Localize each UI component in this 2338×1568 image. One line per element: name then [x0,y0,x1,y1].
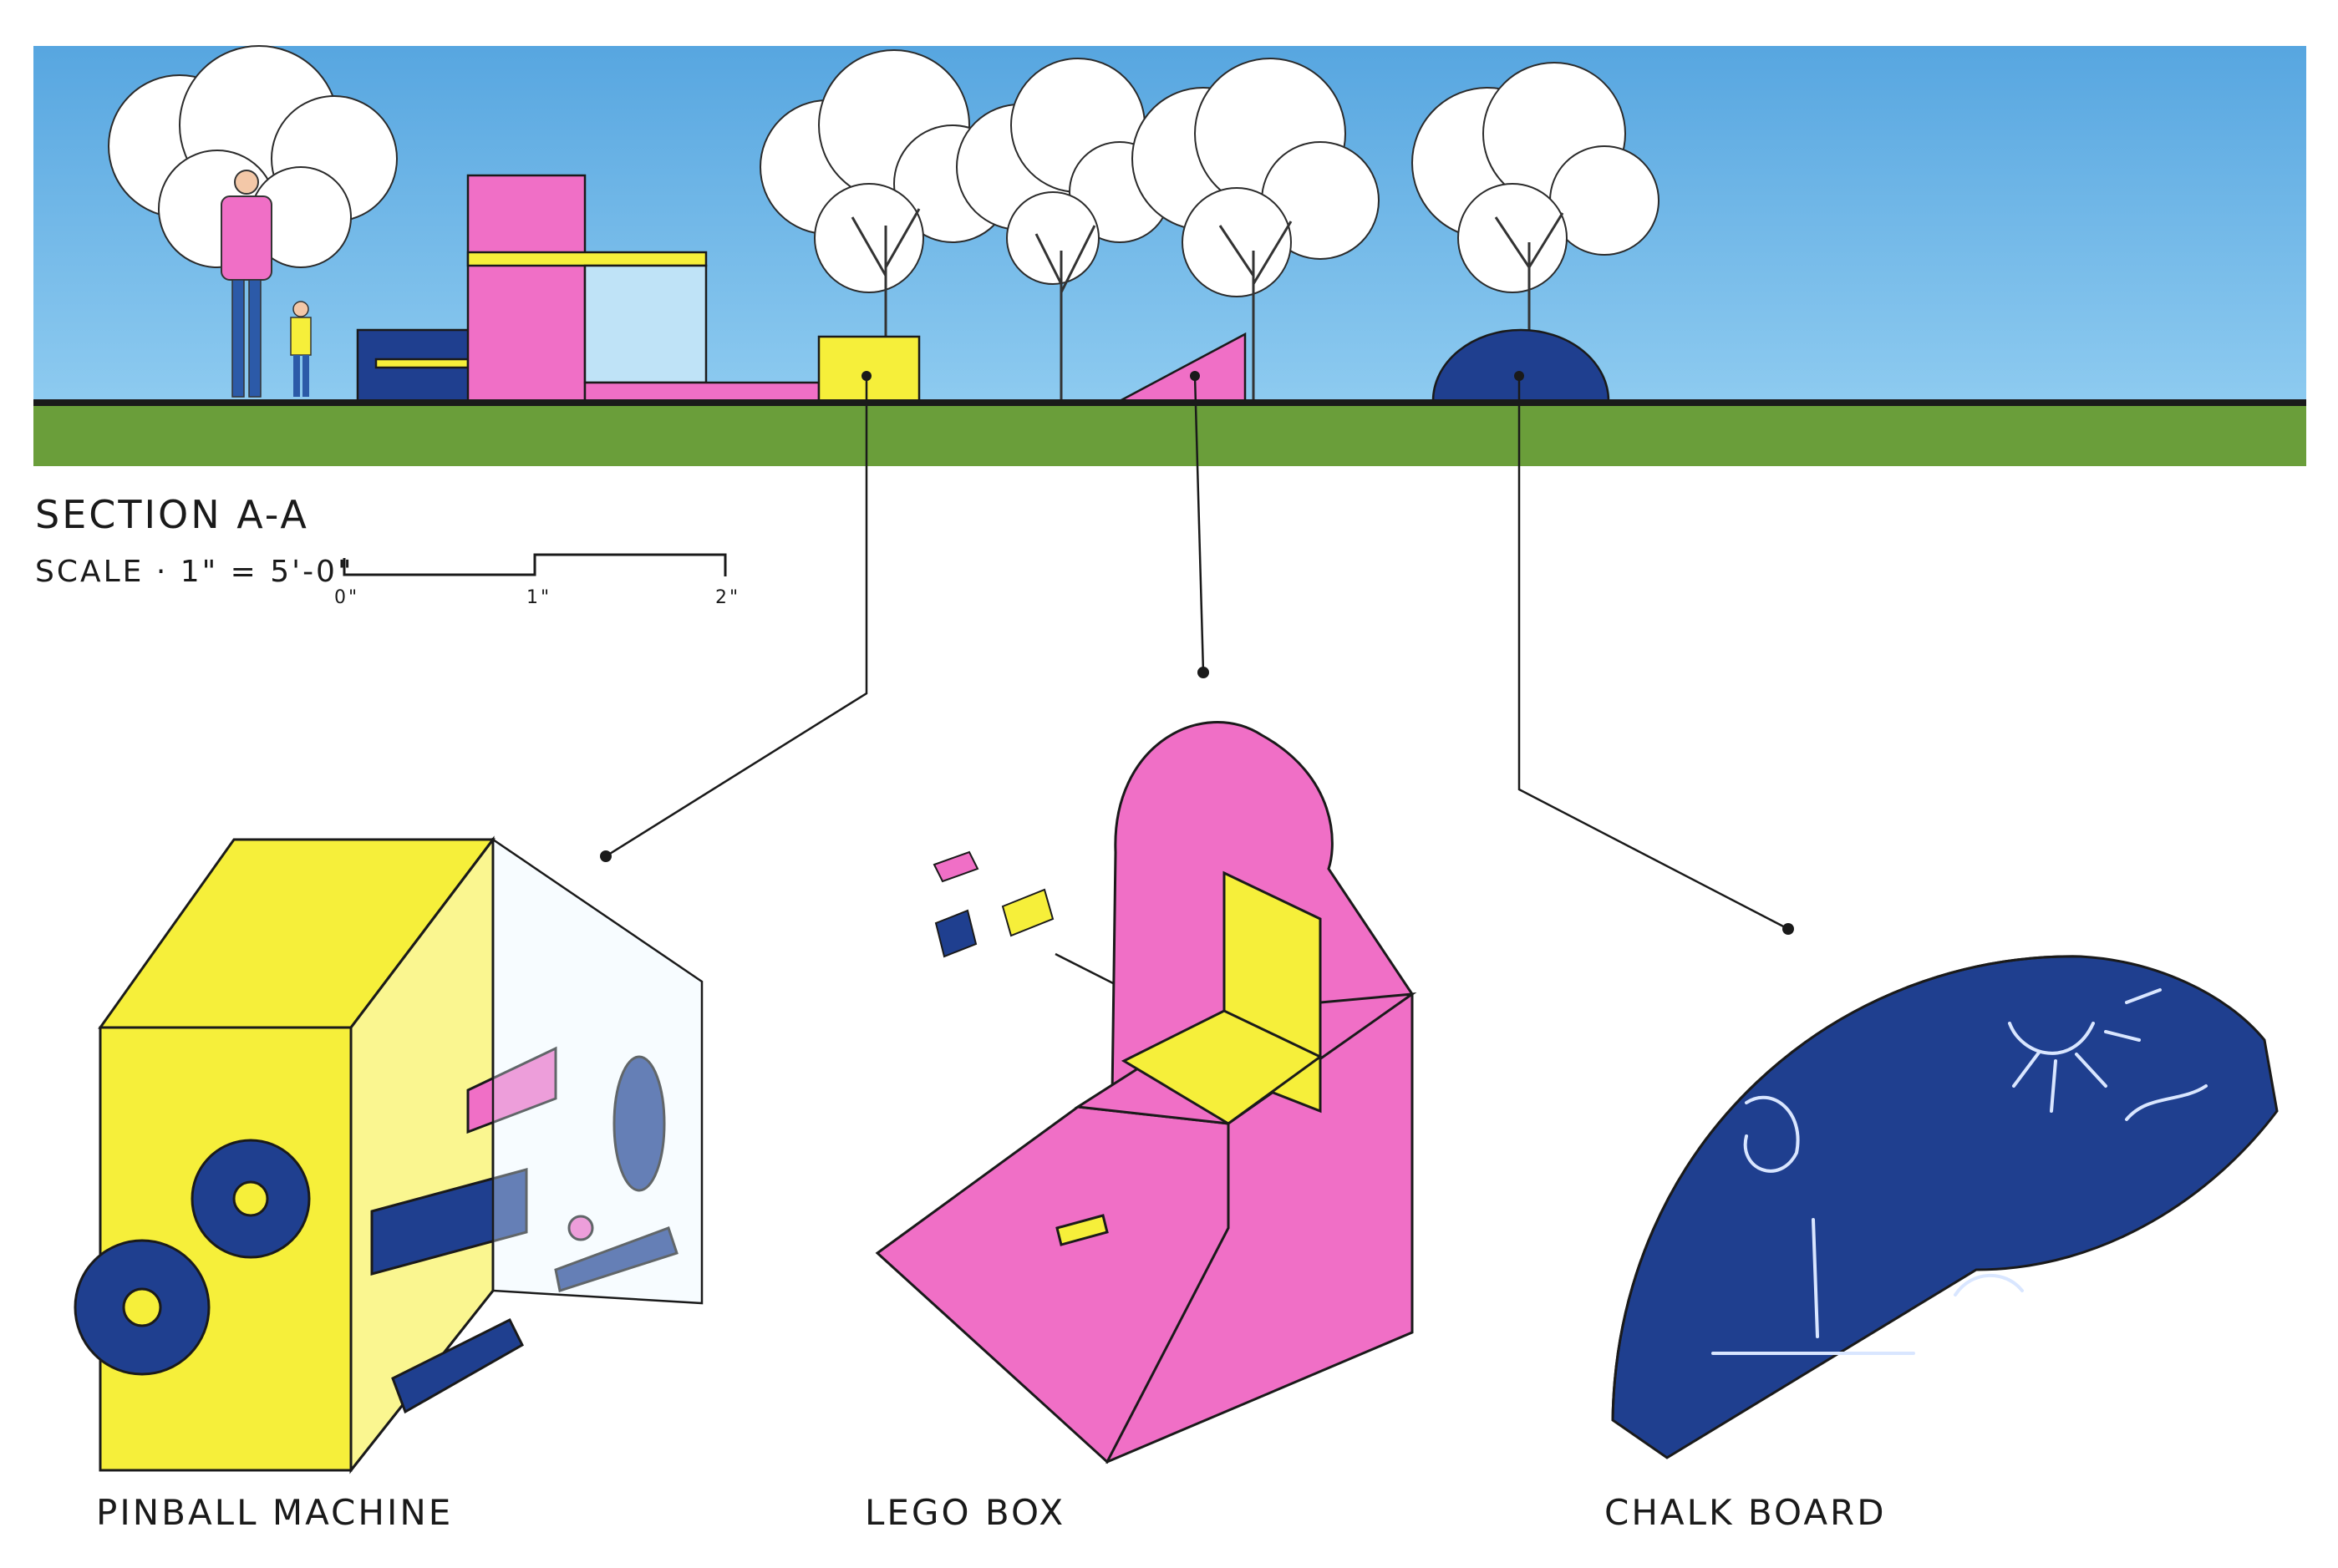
scale-tick-0: 0" [334,587,359,608]
person-child [290,301,312,397]
grass-band [33,406,2306,466]
ground-line [33,399,2306,406]
label-chalk-board: CHALK BOARD [1604,1492,1887,1533]
pinball-machine-illustration [74,835,679,1474]
tree-4 [1131,58,1380,297]
label-pinball-machine: PINBALL MACHINE [96,1492,453,1533]
scale-bar [343,553,727,576]
tree-trunks [851,208,1564,401]
label-lego-box: LEGO BOX [865,1492,1065,1533]
pinball-glass [491,837,704,1305]
chalk-board-illustration [1611,955,2279,1459]
scale-tick-2: 2" [715,587,740,608]
person-adult [221,170,272,398]
section-title: SECTION A-A [35,492,309,537]
scale-tick-1: 1" [526,587,551,608]
section-structures [356,174,1610,403]
scale-label: SCALE · 1" = 5'-0" [35,555,354,589]
lego-box-illustration [875,721,1417,1464]
chalk-drawings [1711,988,2208,1355]
lego-bricks [933,850,1055,958]
tree-5 [1411,62,1659,293]
tree-3 [956,58,1171,285]
